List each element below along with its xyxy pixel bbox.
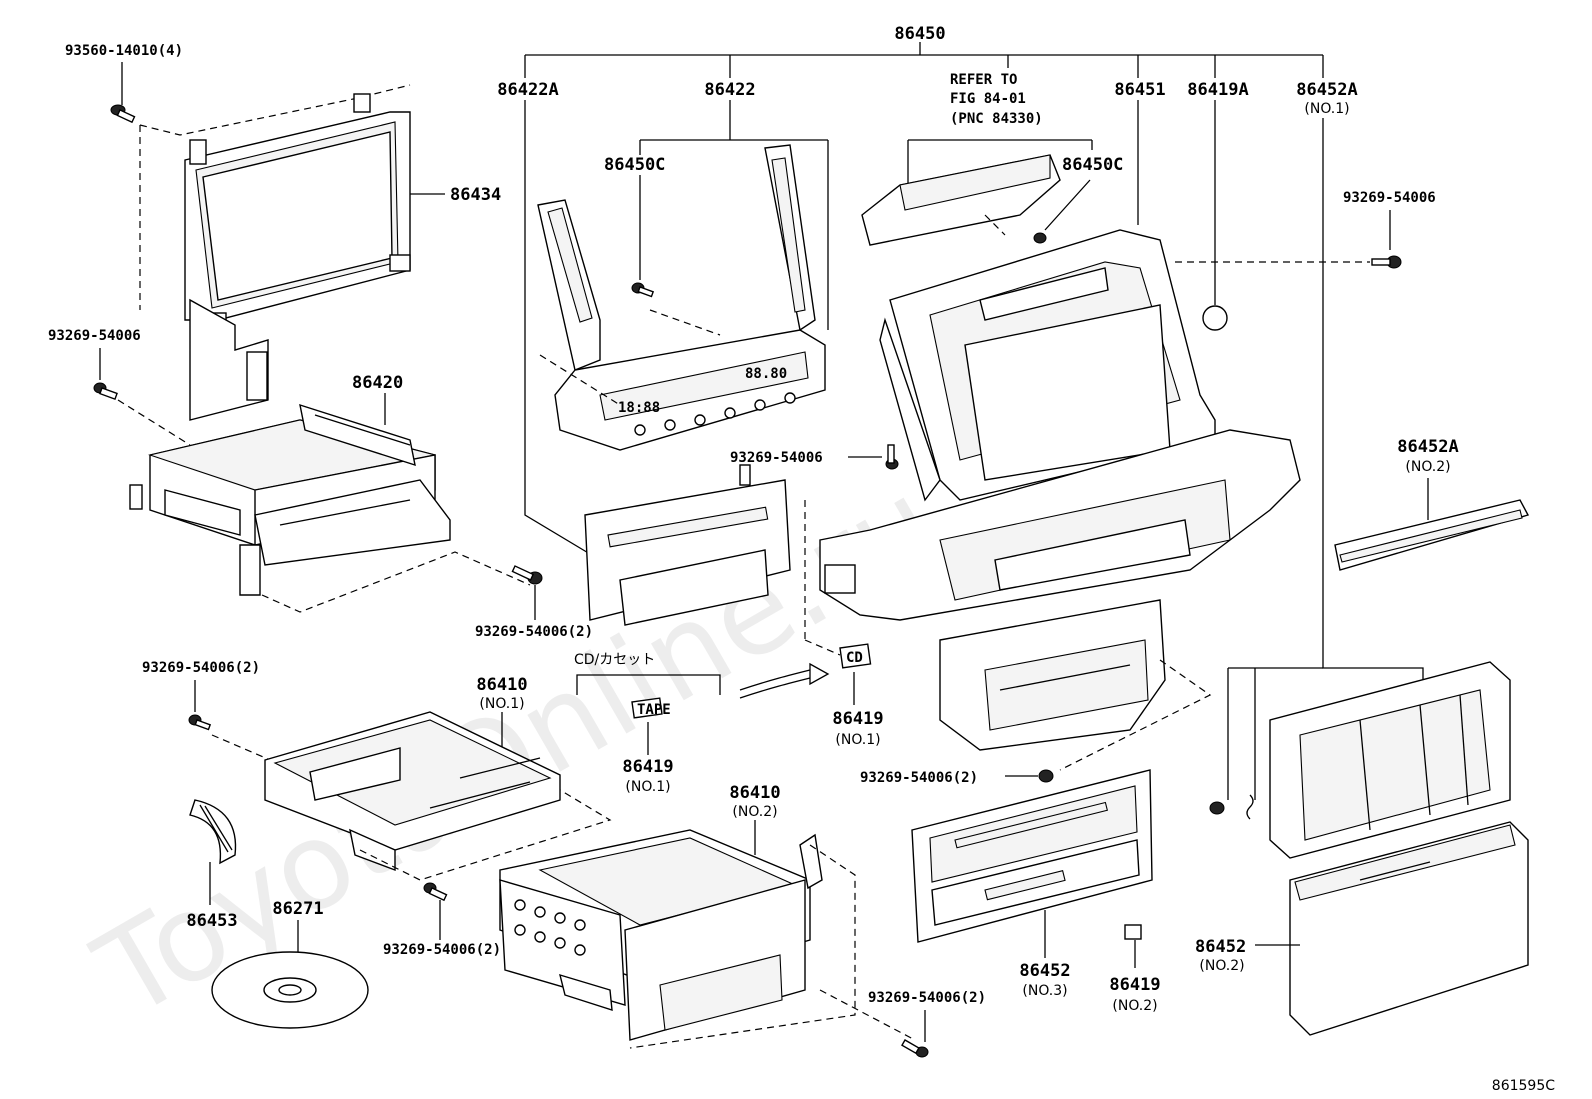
chip-86419-no2 bbox=[1124, 924, 1142, 940]
chip-86419-center: CD bbox=[839, 643, 872, 669]
label-refer-line2: FIG 84-01 bbox=[950, 91, 1026, 107]
cd-deck-86410-no1 bbox=[264, 711, 561, 872]
screw-icon bbox=[901, 1039, 929, 1058]
screw-icon bbox=[423, 882, 448, 902]
climate-console bbox=[819, 429, 1301, 621]
label-93269-left: 93269-54006 bbox=[48, 328, 141, 344]
label-93560: 93560-14010(4) bbox=[65, 43, 183, 59]
label-86419-mid: 86419 bbox=[622, 757, 673, 777]
spring-icon bbox=[1246, 794, 1254, 820]
label-93269-right-top: 93269-54006 bbox=[1343, 190, 1436, 206]
screw-icon bbox=[1033, 232, 1047, 244]
label-86419-mid-sub: (NO.1) bbox=[625, 779, 670, 795]
label-93269-center: 93269-54006 bbox=[730, 450, 823, 466]
label-86452A-no2: 86452A bbox=[1397, 437, 1458, 457]
label-86419A: 86419A bbox=[1187, 80, 1248, 100]
screw-icon bbox=[93, 382, 118, 401]
chip-86419-mid: TAPE bbox=[631, 697, 671, 719]
label-86271: 86271 bbox=[272, 899, 323, 919]
label-86450: 86450 bbox=[894, 24, 945, 44]
label-86452A-no1: 86452A bbox=[1296, 80, 1357, 100]
screw-icon bbox=[631, 282, 655, 298]
module-84330 bbox=[861, 154, 1061, 246]
screw-icon bbox=[511, 565, 543, 585]
screw-icon bbox=[110, 104, 136, 124]
label-86410-no2-sub: (NO.2) bbox=[732, 804, 777, 820]
label-93269-86410: 93269-54006(2) bbox=[142, 660, 260, 676]
label-86452A-no1-sub: (NO.1) bbox=[1304, 101, 1349, 117]
label-86452A-no2-sub: (NO.2) bbox=[1405, 459, 1450, 475]
label-86420: 86420 bbox=[352, 373, 403, 393]
panel-display: 88.80 bbox=[745, 366, 787, 382]
lid-86452-no2 bbox=[1289, 821, 1529, 1036]
label-86450C-right: 86450C bbox=[1062, 155, 1123, 175]
display-86434 bbox=[184, 93, 411, 421]
screw-icon bbox=[1209, 801, 1225, 815]
label-86410-no1-sub: (NO.1) bbox=[479, 696, 524, 712]
label-86419-center: 86419 bbox=[832, 709, 883, 729]
label-86452-no3-sub: (NO.3) bbox=[1022, 983, 1067, 999]
knob-86419A bbox=[1202, 305, 1228, 331]
label-86419-no2-sub: (NO.2) bbox=[1112, 998, 1157, 1014]
label-86452-no3: 86452 bbox=[1019, 961, 1070, 981]
lower-bracket bbox=[939, 599, 1166, 751]
cable-86453 bbox=[189, 799, 237, 865]
label-93269-86420: 93269-54006(2) bbox=[475, 624, 593, 640]
label-cd-cassette: CD/カセット bbox=[574, 652, 655, 668]
label-86419-center-sub: (NO.1) bbox=[835, 732, 880, 748]
tuner-unit-86420 bbox=[129, 403, 451, 596]
label-86450C-left: 86450C bbox=[604, 155, 665, 175]
label-86452-no2-sub: (NO.2) bbox=[1199, 958, 1244, 974]
label-86422: 86422 bbox=[704, 80, 755, 100]
screw-icon bbox=[1371, 255, 1402, 269]
label-86452-no2: 86452 bbox=[1195, 937, 1246, 957]
panel-clock: 18:88 bbox=[618, 400, 660, 416]
label-86419-no2: 86419 bbox=[1109, 975, 1160, 995]
label-93269-console: 93269-54006(2) bbox=[860, 770, 978, 786]
label-refer-line1: REFER TO bbox=[950, 72, 1017, 88]
screw-icon bbox=[188, 714, 212, 731]
bracket-86422A bbox=[584, 464, 791, 626]
label-86410-no1: 86410 bbox=[476, 675, 527, 695]
group-86450-bracket bbox=[524, 42, 1424, 800]
chip-tape-text: TAPE bbox=[637, 702, 671, 718]
label-86434: 86434 bbox=[450, 185, 501, 205]
label-86453: 86453 bbox=[186, 911, 237, 931]
label-93269-bottom-center: 93269-54006(2) bbox=[868, 990, 986, 1006]
arrow-icon bbox=[739, 662, 830, 699]
figure-id: 861595C bbox=[1492, 1078, 1555, 1094]
label-93269-bottom-left: 93269-54006(2) bbox=[383, 942, 501, 958]
lid-86452-no1 bbox=[1269, 661, 1511, 859]
chip-cd-text: CD bbox=[846, 650, 863, 666]
label-86422A: 86422A bbox=[497, 80, 558, 100]
label-refer-line3: (PNC 84330) bbox=[950, 111, 1043, 127]
label-86451: 86451 bbox=[1114, 80, 1165, 100]
screw-icon bbox=[885, 444, 899, 470]
trim-86452A-no2 bbox=[1334, 499, 1530, 571]
front-86452-no3 bbox=[911, 769, 1153, 943]
center-panel-86451 bbox=[879, 229, 1216, 502]
disc-86271 bbox=[211, 951, 369, 1029]
label-86410-no2: 86410 bbox=[729, 783, 780, 803]
deck-86410-no2 bbox=[499, 829, 823, 1041]
control-panel-86422: 18:88 88.80 bbox=[537, 144, 826, 451]
screw-icon bbox=[1038, 769, 1054, 783]
